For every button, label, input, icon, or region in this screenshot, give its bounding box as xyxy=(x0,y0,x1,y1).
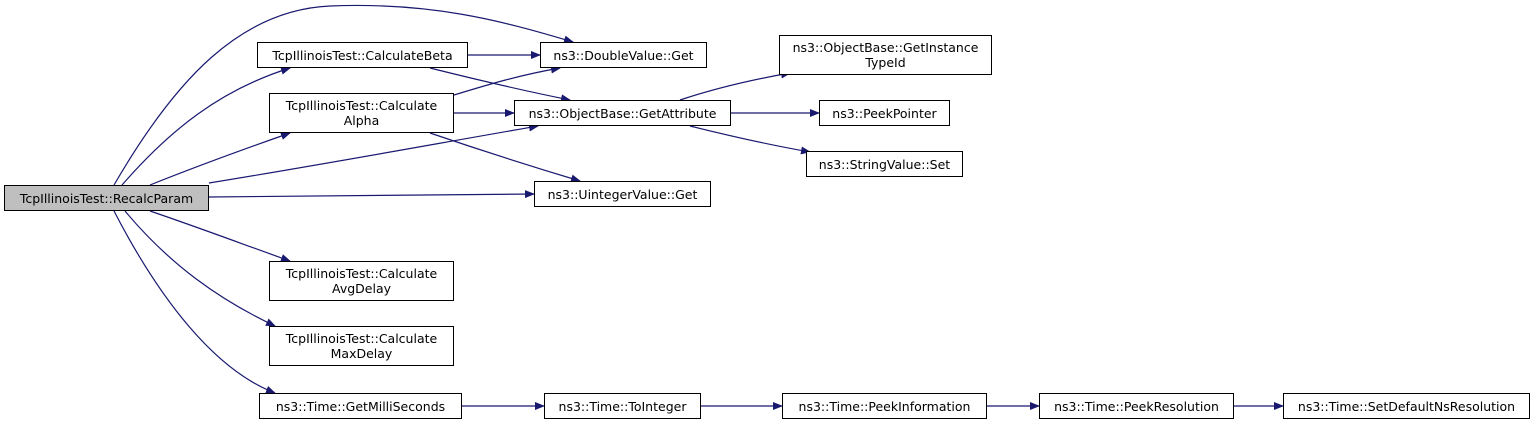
node-objectbase-getattribute[interactable]: ns3::ObjectBase::GetAttribute xyxy=(514,100,731,126)
node-time-peekinformation[interactable]: ns3::Time::PeekInformation xyxy=(782,393,987,419)
node-uintegervalue-get-label: ns3::UintegerValue::Get xyxy=(547,186,698,202)
edge-recalc-to-time-get-milliseconds xyxy=(113,210,276,394)
node-calculate-alpha[interactable]: TcpIllinoisTest::Calculate Alpha xyxy=(269,93,454,133)
node-time-get-milliseconds[interactable]: ns3::Time::GetMilliSeconds xyxy=(259,393,462,419)
edge-getattribute-to-stringvalue-set xyxy=(689,125,811,155)
edge-alpha-to-uintegervalue-get xyxy=(429,132,581,183)
node-objectbase-getinstancetypeid-label-line2: TypeId xyxy=(865,55,906,70)
edge-recalc-to-getattribute xyxy=(208,123,539,184)
node-calculate-avg-delay-label-line1: TcpIllinoisTest::Calculate xyxy=(285,266,438,281)
node-recalc-param-label: TcpIllinoisTest::RecalcParam xyxy=(19,190,194,206)
node-uintegervalue-get[interactable]: ns3::UintegerValue::Get xyxy=(534,181,711,207)
node-calculate-beta[interactable]: TcpIllinoisTest::CalculateBeta xyxy=(257,42,468,68)
node-time-setdefaultnsresolution[interactable]: ns3::Time::SetDefaultNsResolution xyxy=(1283,393,1530,419)
node-time-get-milliseconds-label: ns3::Time::GetMilliSeconds xyxy=(275,398,446,414)
node-calculate-max-delay-label-line1: TcpIllinoisTest::Calculate xyxy=(285,331,438,346)
node-time-peekinformation-label: ns3::Time::PeekInformation xyxy=(798,398,971,414)
node-calculate-alpha-label-line2: Alpha xyxy=(343,113,380,128)
edge-recalc-to-calculate-alpha xyxy=(149,132,291,186)
node-peekpointer[interactable]: ns3::PeekPointer xyxy=(819,100,950,126)
node-objectbase-getinstancetypeid[interactable]: ns3::ObjectBase::GetInstance TypeId xyxy=(779,35,992,75)
edge-recalc-to-calculate-beta xyxy=(121,66,291,186)
node-time-setdefaultnsresolution-label: ns3::Time::SetDefaultNsResolution xyxy=(1297,398,1516,414)
node-time-peekresolution-label: ns3::Time::PeekResolution xyxy=(1054,398,1219,414)
edge-recalc-to-doublevalue-get xyxy=(113,4,574,186)
edge-recalc-to-calculate-max-delay xyxy=(124,210,276,327)
node-calculate-max-delay[interactable]: TcpIllinoisTest::Calculate MaxDelay xyxy=(269,326,454,366)
node-objectbase-getattribute-label: ns3::ObjectBase::GetAttribute xyxy=(528,105,717,121)
node-calculate-avg-delay[interactable]: TcpIllinoisTest::Calculate AvgDelay xyxy=(269,261,454,301)
node-stringvalue-set-label: ns3::StringValue::Set xyxy=(818,156,951,172)
node-peekpointer-label: ns3::PeekPointer xyxy=(832,105,937,121)
node-stringvalue-set[interactable]: ns3::StringValue::Set xyxy=(806,151,963,177)
node-calculate-alpha-label-line1: TcpIllinoisTest::Calculate xyxy=(285,98,438,113)
node-time-tointeger-label: ns3::Time::ToInteger xyxy=(558,398,687,414)
node-recalc-param: TcpIllinoisTest::RecalcParam xyxy=(4,185,209,211)
node-objectbase-getinstancetypeid-label-line1: ns3::ObjectBase::GetInstance xyxy=(792,40,979,55)
edge-getattribute-to-getinstancetypeid xyxy=(679,70,791,101)
node-calculate-beta-label: TcpIllinoisTest::CalculateBeta xyxy=(272,47,453,63)
edge-recalc-to-calculate-avg-delay xyxy=(149,210,291,262)
node-calculate-avg-delay-label-line2: AvgDelay xyxy=(332,281,391,296)
node-doublevalue-get[interactable]: ns3::DoubleValue::Get xyxy=(540,42,707,68)
node-time-peekresolution[interactable]: ns3::Time::PeekResolution xyxy=(1039,393,1234,419)
edge-beta-to-getattribute xyxy=(429,67,571,103)
node-time-tointeger[interactable]: ns3::Time::ToInteger xyxy=(544,393,701,419)
node-calculate-max-delay-label-line2: MaxDelay xyxy=(330,346,393,361)
edge-alpha-to-doublevalue-get xyxy=(453,65,561,96)
edge-recalc-to-uintegervalue-get xyxy=(208,190,535,199)
node-doublevalue-get-label: ns3::DoubleValue::Get xyxy=(553,47,694,63)
